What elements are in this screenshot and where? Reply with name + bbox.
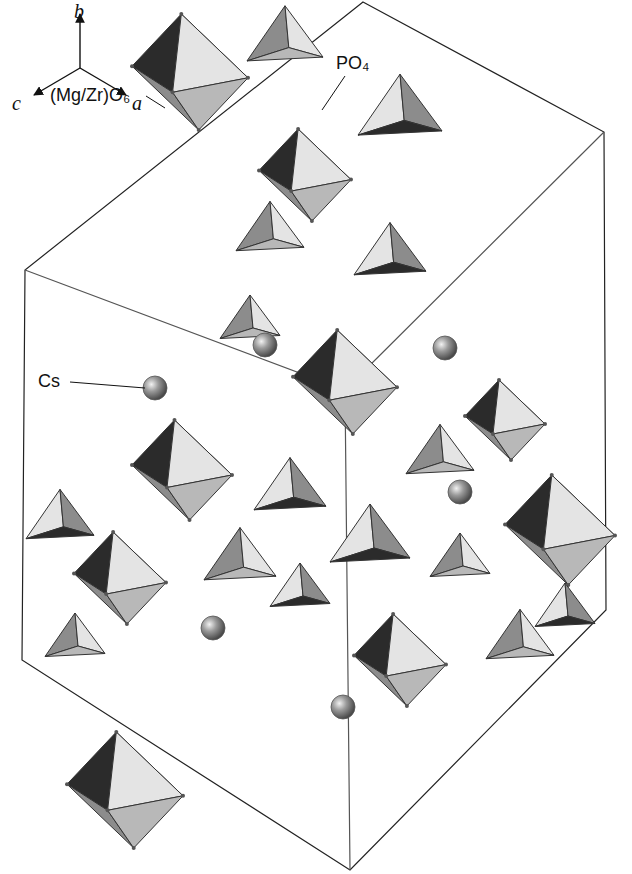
tetrahedron — [354, 223, 426, 275]
octahedron — [291, 328, 399, 436]
tetrahedron — [220, 295, 280, 339]
axes — [34, 14, 126, 95]
octahedron — [130, 12, 250, 132]
axis-label: c — [12, 92, 21, 114]
tetrahedron — [26, 489, 94, 538]
octahedron — [130, 418, 234, 522]
octahedron — [72, 530, 168, 626]
tetrahedron — [236, 201, 304, 250]
cs-atom — [201, 616, 225, 640]
octahedron — [503, 473, 617, 587]
tetrahedron — [254, 458, 326, 510]
tetrahedron — [330, 504, 410, 562]
octahedron — [463, 378, 547, 462]
tetrahedron — [247, 6, 323, 61]
leader-lines — [70, 76, 345, 388]
axis-label: b — [74, 0, 84, 22]
polyhedron-label: (Mg/Zr)O₆ — [50, 86, 130, 106]
tetrahedron — [204, 528, 276, 580]
octahedron — [65, 730, 185, 850]
cs-atom — [143, 376, 167, 400]
tetrahedron — [406, 424, 474, 473]
cs-atom — [448, 480, 472, 504]
tetrahedron — [358, 74, 442, 135]
cs-atom — [331, 695, 355, 719]
octahedron — [352, 612, 448, 708]
cs-atom — [253, 333, 277, 357]
cs-atom — [433, 336, 457, 360]
tetrahedron — [45, 613, 105, 657]
axis-label: a — [132, 92, 142, 114]
unit-cell — [22, 2, 606, 870]
polyhedron-label: PO₄ — [336, 54, 369, 74]
tetrahedron — [535, 583, 595, 627]
atom-label: Cs — [38, 372, 60, 392]
tetrahedron — [270, 563, 330, 607]
tetrahedron — [430, 533, 490, 577]
